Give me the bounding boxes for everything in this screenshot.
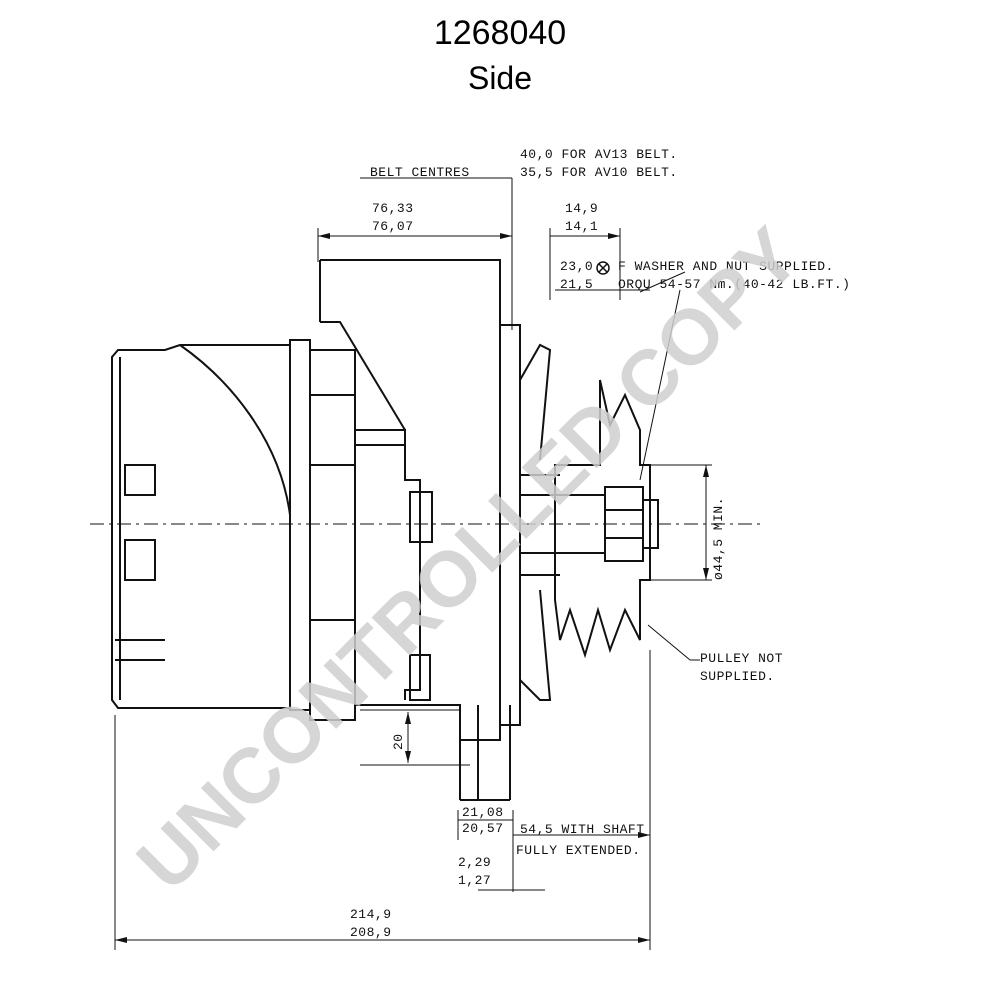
dim-21-08: 21,08 — [462, 805, 504, 820]
dim-14-1: 14,1 — [565, 219, 598, 234]
washer-note-line2: ORQU 54-57 Nm.(40-42 LB.FT.) — [618, 277, 850, 292]
washer-note-line1: F WASHER AND NUT SUPPLIED. — [618, 259, 834, 274]
belt-av10-label: 35,5 FOR AV10 BELT. — [520, 165, 678, 180]
dim-214-9: 214,9 — [350, 907, 392, 922]
drawing-title: 1268040 — [433, 14, 567, 52]
torque-symbol-icon — [596, 261, 610, 275]
dim-14-9: 14,9 — [565, 201, 598, 216]
dimension-lines — [114, 177, 712, 950]
pulley-note-line2: SUPPLIED. — [700, 669, 775, 684]
dim-20-57: 20,57 — [462, 821, 504, 836]
shaft-note-line1: 54,5 WITH SHAFT — [520, 822, 645, 837]
dim-1-27: 1,27 — [458, 873, 491, 888]
alternator-body — [111, 259, 659, 801]
dim-2-29: 2,29 — [458, 855, 491, 870]
dim-76-07: 76,07 — [372, 219, 414, 234]
dim-44-5-min: ø44,5 MIN. — [711, 497, 726, 580]
dim-76-33: 76,33 — [372, 201, 414, 216]
belt-av13-label: 40,0 FOR AV13 BELT. — [520, 147, 678, 162]
belt-centres-label: BELT CENTRES — [370, 165, 470, 180]
drawing-subtitle: Side — [467, 60, 533, 96]
dim-208-9: 208,9 — [350, 925, 392, 940]
dim-21-5: 21,5 — [560, 277, 593, 292]
shaft-note-line2: FULLY EXTENDED. — [516, 843, 641, 858]
arrowheads — [115, 233, 709, 943]
pulley-note-line1: PULLEY NOT — [700, 651, 783, 666]
dim-23-0: 23,0 — [560, 259, 593, 274]
dim-20: 20 — [391, 733, 406, 750]
